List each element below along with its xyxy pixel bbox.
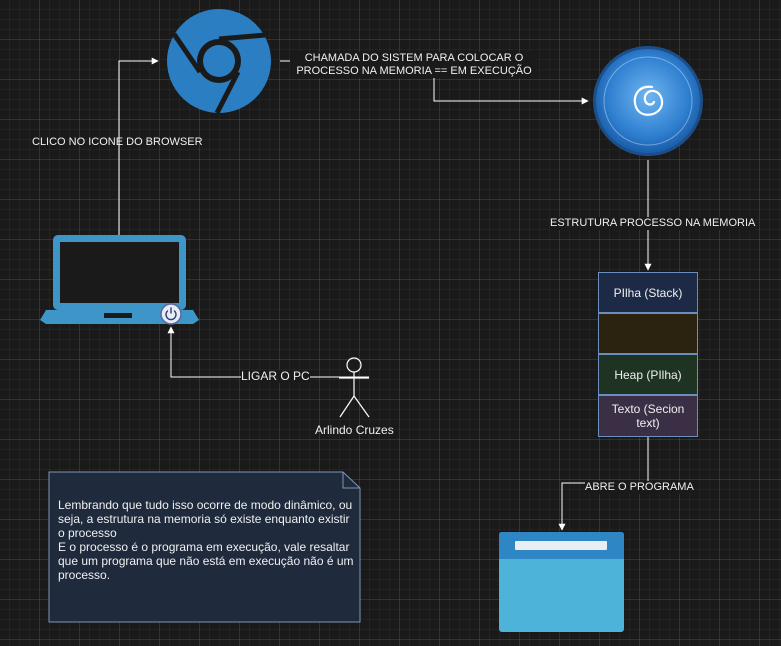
- note-line2: E o processo é o programa em execução, v…: [58, 540, 354, 582]
- memory-stack-cell[interactable]: PIlha (Stack): [598, 272, 698, 313]
- actor-name: Arlindo Cruzes: [315, 423, 394, 437]
- note-line1: Lembrando que tudo isso ocorre de modo d…: [58, 498, 353, 540]
- chrome-logo-icon[interactable]: [167, 9, 271, 115]
- memory-heap-label: Heap (PIlha): [614, 367, 682, 382]
- label-system-call-line2: PROCESSO NA MEMORIA == EM EXECUÇÃO: [296, 65, 532, 77]
- label-open-program: ABRE O PROGRAMA: [585, 481, 694, 494]
- app-window-icon[interactable]: [499, 532, 624, 632]
- label-click-browser: CLICO NO ICONE DO BROWSER: [32, 136, 203, 148]
- memory-heap-cell[interactable]: Heap (PIlha): [598, 354, 698, 395]
- label-power-on: LIGAR O PC: [241, 369, 310, 383]
- note-shape: [48, 471, 361, 623]
- stick-figure-icon[interactable]: [339, 357, 370, 418]
- memory-text-label: Texto (Secion text): [611, 402, 685, 430]
- note-text: Lembrando que tudo isso ocorre de modo d…: [58, 498, 358, 582]
- memory-stack-label: PIlha (Stack): [613, 285, 683, 300]
- laptop-icon[interactable]: [40, 235, 199, 324]
- memory-text-cell[interactable]: Texto (Secion text): [598, 395, 698, 437]
- label-process-structure: ESTRUTURA PROCESSO NA MEMORIA: [550, 217, 756, 230]
- debian-logo-icon[interactable]: [593, 46, 703, 156]
- memory-empty-cell[interactable]: [598, 313, 698, 354]
- power-icon[interactable]: [160, 303, 182, 325]
- edge-laptop-to-browser: [118, 57, 159, 236]
- label-system-call-line1: CHAMADA DO SISTEM PARA COLOCAR O: [304, 52, 524, 64]
- label-system-call: CHAMADA DO SISTEM PARA COLOCAR O PROCESS…: [290, 52, 538, 78]
